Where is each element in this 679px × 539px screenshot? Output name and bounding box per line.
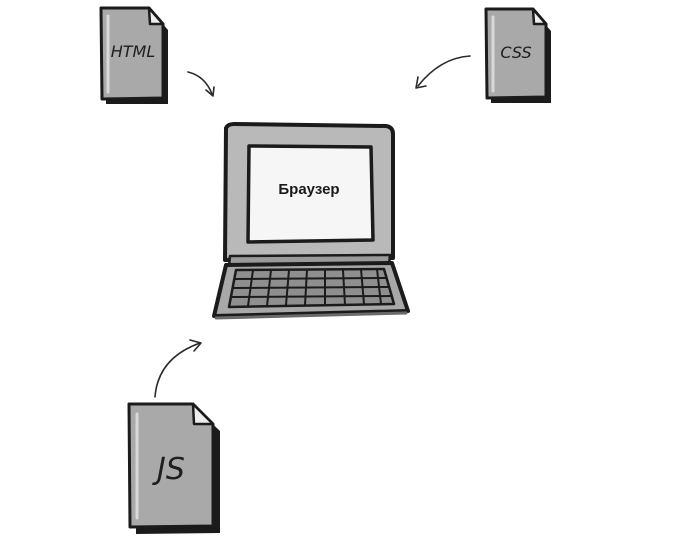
arrow-js-to-browser (154, 339, 202, 398)
browser-laptop: Браузер (212, 122, 410, 320)
js-document-label: JS (152, 452, 185, 487)
js-document: JS (127, 402, 220, 534)
html-document-label: HTML (111, 42, 156, 61)
arrow-html-to-browser (187, 71, 215, 97)
arrow-css-to-browser (415, 55, 471, 89)
arrow-html-to-browser-line (187, 71, 213, 95)
css-document-corner (531, 7, 548, 26)
js-document-page (127, 402, 215, 529)
arrow-html-to-browser-head (205, 86, 215, 97)
browser-label: Браузер (278, 181, 339, 198)
css-document-page (484, 7, 548, 100)
arrow-css-to-browser-line (417, 55, 471, 87)
arrow-css-to-browser-head (415, 76, 427, 89)
css-document: CSS (484, 7, 551, 103)
arrow-js-to-browser-head (189, 339, 202, 352)
js-document-corner (191, 402, 215, 426)
laptop-screen (246, 144, 375, 244)
keyboard-grid (230, 268, 393, 307)
laptop-base-edge (214, 311, 408, 320)
html-document-corner (147, 6, 165, 26)
css-document-label: CSS (500, 43, 531, 62)
html-document: HTML (99, 6, 168, 104)
arrow-js-to-browser-line (154, 342, 201, 398)
html-document-page (99, 6, 165, 101)
